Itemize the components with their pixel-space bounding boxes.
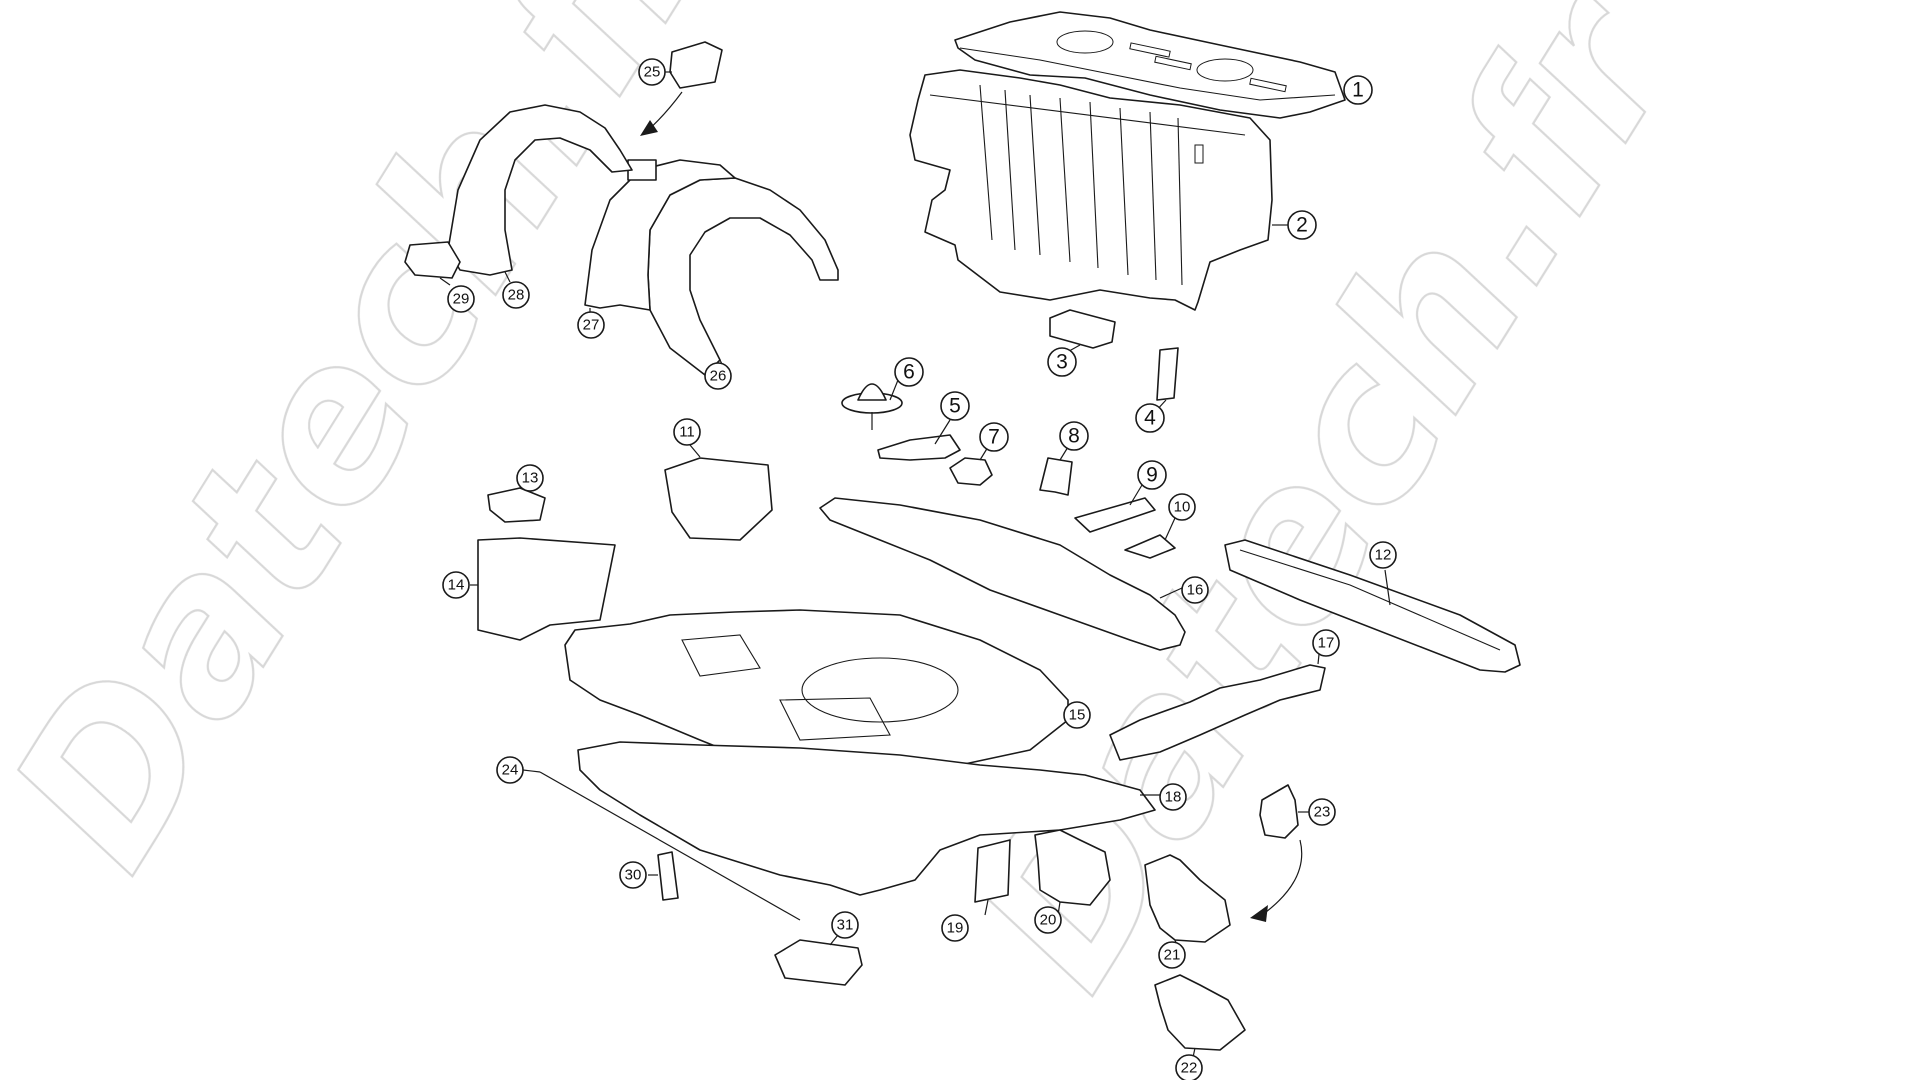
part-18-lower-floor bbox=[577, 741, 1156, 896]
callout-7-label: 7 bbox=[988, 426, 1000, 449]
part-9-channel bbox=[1074, 497, 1156, 533]
part-29-bracket bbox=[404, 241, 461, 279]
callout-20-label: 20 bbox=[1040, 912, 1057, 929]
callout-10-label: 10 bbox=[1174, 499, 1191, 516]
part-3-bracket bbox=[1049, 309, 1116, 349]
arrow-head-23 bbox=[1250, 905, 1268, 922]
callout-29-label: 29 bbox=[453, 291, 470, 308]
part-24-rod bbox=[539, 771, 801, 921]
callout-21: 21 bbox=[1158, 941, 1186, 969]
callout-30-label: 30 bbox=[625, 867, 642, 884]
part-21-bracket bbox=[1144, 854, 1231, 943]
callout-26-label: 26 bbox=[710, 368, 727, 385]
callout-23-label: 23 bbox=[1314, 804, 1331, 821]
part-16-panel bbox=[819, 497, 1186, 651]
callout-7: 7 bbox=[979, 422, 1009, 452]
part-10-bracket bbox=[1124, 534, 1176, 559]
callout-30: 30 bbox=[619, 861, 647, 889]
callouts: 1 2 3 4 5 6 7 8 9 10 11 12 13 14 15 16 1… bbox=[442, 58, 1397, 1080]
part-27-wheel-house bbox=[584, 159, 736, 311]
callout-28-label: 28 bbox=[508, 287, 525, 304]
callout-2-label: 2 bbox=[1296, 214, 1308, 237]
callout-11-label: 11 bbox=[679, 424, 695, 441]
callout-5: 5 bbox=[940, 391, 970, 421]
callout-31-label: 31 bbox=[837, 917, 854, 934]
callout-26: 26 bbox=[704, 362, 732, 390]
callout-8: 8 bbox=[1059, 421, 1089, 451]
callout-24: 24 bbox=[496, 756, 524, 784]
callout-14-label: 14 bbox=[448, 577, 465, 594]
callout-18-label: 18 bbox=[1165, 789, 1182, 806]
callout-20: 20 bbox=[1034, 906, 1062, 934]
callout-3: 3 bbox=[1047, 347, 1077, 377]
callout-16-label: 16 bbox=[1187, 582, 1204, 599]
part-20-bracket bbox=[1034, 829, 1111, 906]
callout-6: 6 bbox=[894, 357, 924, 387]
callout-17: 17 bbox=[1312, 629, 1340, 657]
callout-15: 15 bbox=[1063, 701, 1091, 729]
callout-4-label: 4 bbox=[1144, 407, 1156, 430]
callout-22-label: 22 bbox=[1181, 1060, 1198, 1077]
part-7-mount bbox=[949, 457, 993, 486]
callout-24-label: 24 bbox=[502, 762, 519, 779]
callout-23: 23 bbox=[1308, 798, 1336, 826]
callout-4: 4 bbox=[1135, 403, 1165, 433]
part-4-strip bbox=[1156, 347, 1179, 401]
callout-27-label: 27 bbox=[583, 317, 600, 334]
part-15-floor-pan bbox=[564, 609, 1069, 801]
part-13-bracket bbox=[487, 487, 546, 523]
part-26-wheel-arch bbox=[647, 177, 839, 376]
callout-8-label: 8 bbox=[1068, 425, 1080, 448]
callout-25-label: 25 bbox=[644, 64, 661, 81]
part-11-tray bbox=[664, 457, 773, 541]
callout-13-label: 13 bbox=[522, 470, 539, 487]
part-14-side-panel bbox=[477, 537, 616, 641]
callout-6-label: 6 bbox=[903, 361, 915, 384]
callout-1-label: 1 bbox=[1352, 79, 1364, 102]
callout-16: 16 bbox=[1181, 576, 1209, 604]
callout-9-label: 9 bbox=[1146, 464, 1158, 487]
part-17-panel bbox=[1109, 664, 1326, 761]
callout-12: 12 bbox=[1369, 541, 1397, 569]
part-5-bracket bbox=[877, 434, 961, 461]
part-8-gusset bbox=[1039, 457, 1073, 496]
callout-10: 10 bbox=[1168, 493, 1196, 521]
part-30-strip bbox=[657, 851, 679, 901]
arrow-23-to-21 bbox=[1261, 839, 1303, 916]
callout-12-label: 12 bbox=[1375, 547, 1392, 564]
callout-11: 11 bbox=[673, 418, 701, 446]
callout-19: 19 bbox=[941, 914, 969, 942]
part-19-plate bbox=[974, 839, 1011, 903]
callout-31: 31 bbox=[831, 911, 859, 939]
callout-19-label: 19 bbox=[947, 920, 964, 937]
callout-25: 25 bbox=[638, 58, 666, 86]
part-2-seat-back-panel bbox=[909, 69, 1273, 311]
part-22-bracket bbox=[1154, 974, 1246, 1051]
callout-29: 29 bbox=[447, 285, 475, 313]
callout-14: 14 bbox=[442, 571, 470, 599]
part-28-wheel-arch bbox=[447, 104, 633, 276]
part-1-parcel-shelf bbox=[954, 11, 1346, 119]
callout-27: 27 bbox=[577, 311, 605, 339]
part-23-bracket bbox=[1259, 784, 1299, 839]
callout-13: 13 bbox=[516, 464, 544, 492]
callout-22: 22 bbox=[1175, 1054, 1203, 1080]
part-31-bracket bbox=[774, 939, 863, 986]
callout-28: 28 bbox=[502, 281, 530, 309]
callout-21-label: 21 bbox=[1164, 947, 1181, 964]
callout-9: 9 bbox=[1137, 460, 1167, 490]
callout-17-label: 17 bbox=[1318, 635, 1335, 652]
callout-5-label: 5 bbox=[949, 395, 961, 418]
part-12-seal bbox=[1224, 539, 1521, 673]
callout-18: 18 bbox=[1159, 783, 1187, 811]
callout-2: 2 bbox=[1287, 210, 1317, 240]
callout-1: 1 bbox=[1343, 75, 1373, 105]
part-6-bump-stop bbox=[841, 383, 903, 430]
callout-3-label: 3 bbox=[1056, 351, 1068, 374]
callout-15-label: 15 bbox=[1069, 707, 1086, 724]
arrow-head-25 bbox=[640, 120, 658, 136]
